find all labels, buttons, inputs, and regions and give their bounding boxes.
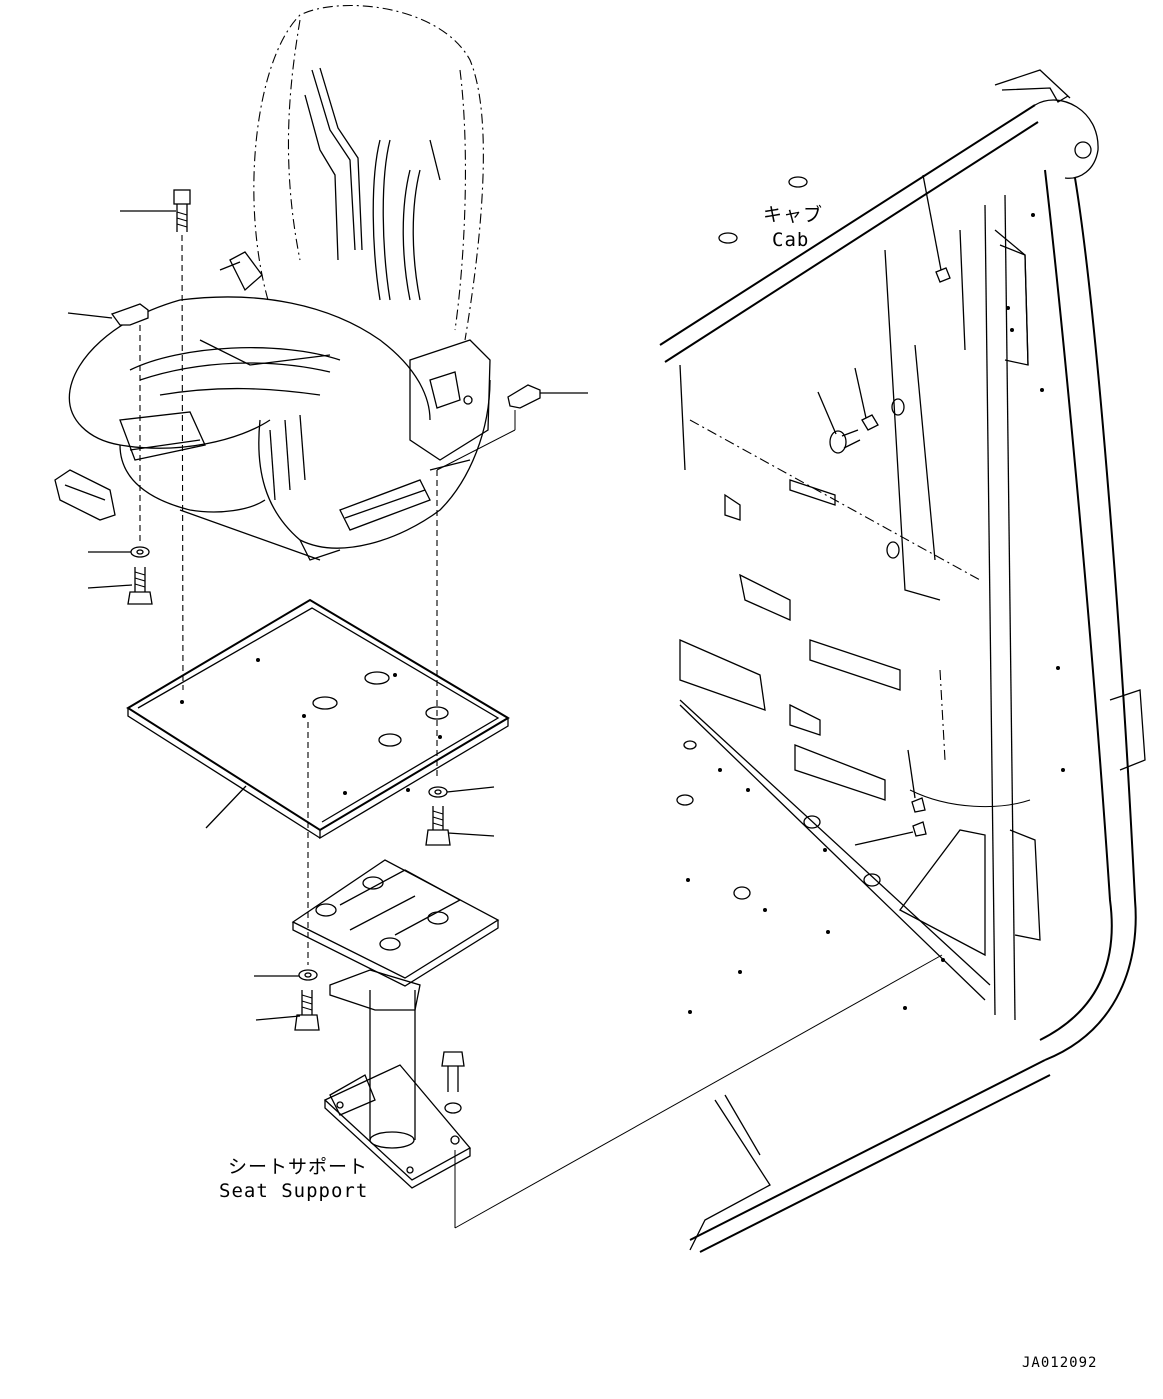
drawing-code: JA012092	[1022, 1355, 1097, 1371]
seat-support-label-jp: シートサポート	[228, 1156, 368, 1178]
plate-fasteners	[425, 786, 495, 846]
seat-support-label-en: Seat Support	[219, 1180, 368, 1202]
seat-plate	[126, 598, 510, 965]
cab-fasteners	[817, 174, 951, 846]
cab-label-jp: キャブ	[763, 203, 823, 226]
cab-frame	[659, 69, 1146, 1253]
operator-seat	[54, 5, 491, 561]
seat-support	[291, 859, 943, 1229]
cab-label-en: Cab	[772, 229, 809, 251]
support-fasteners	[254, 969, 320, 1031]
seat-fasteners	[67, 189, 588, 780]
